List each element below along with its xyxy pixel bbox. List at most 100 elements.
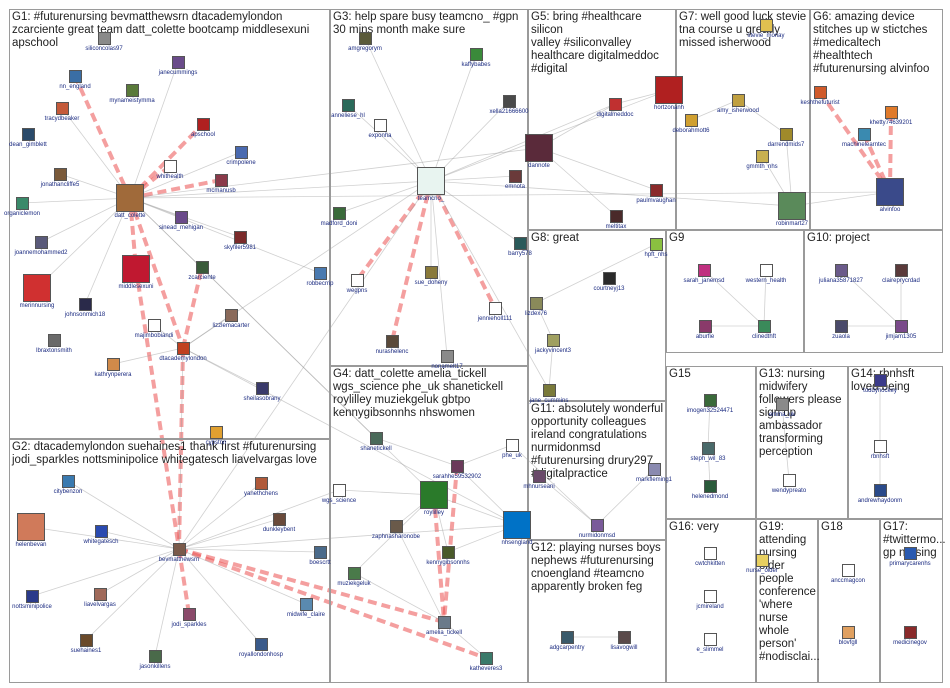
avatar xyxy=(174,210,188,224)
node-label: mynameistymma xyxy=(109,97,155,104)
node-label: toddyhockey xyxy=(863,387,897,394)
node-label: juliana35871827 xyxy=(818,277,864,284)
node-label: paulmvaughan xyxy=(636,197,676,204)
avatar xyxy=(389,519,403,533)
avatar xyxy=(759,263,773,277)
node-label: kathrynperera xyxy=(94,371,132,378)
node-label: wendypreato xyxy=(771,487,807,494)
group-title: G1: #futurenursing bevmatthewsrn dtacade… xyxy=(12,11,310,49)
avatar xyxy=(775,397,789,411)
node-label: digitalmeddoc xyxy=(596,111,634,118)
avatar xyxy=(450,459,464,473)
node-label: steph_wil_83 xyxy=(690,455,726,462)
node-label: jasonkillens xyxy=(139,663,171,670)
node-label: hortzonanh xyxy=(653,105,685,111)
node-label: citybenzon xyxy=(53,488,83,495)
avatar xyxy=(841,625,855,639)
avatar xyxy=(649,237,663,251)
group-title: G8: great xyxy=(531,232,579,244)
avatar xyxy=(479,651,493,665)
avatar xyxy=(608,97,622,111)
avatar xyxy=(503,511,531,539)
node-label: markfleming1 xyxy=(635,476,673,483)
node-label: bevmatthewsrn xyxy=(158,556,200,563)
avatar xyxy=(350,273,364,287)
group-title: G14: rbnhsft loved being xyxy=(851,368,915,393)
node-label: sinead_mehigan xyxy=(158,224,204,231)
node-label: shanetickell xyxy=(360,445,392,452)
avatar xyxy=(147,318,161,332)
avatar xyxy=(254,476,268,490)
node-label: emma_uk xyxy=(768,411,796,418)
avatar xyxy=(313,266,327,280)
node-label: nonamelt17 xyxy=(431,363,463,370)
node-label: joannemohammed2 xyxy=(14,249,68,256)
avatar xyxy=(525,134,553,162)
node-label: middlesexuni xyxy=(118,284,154,290)
group-panel-g1: G1: #futurenursing bevmatthewsrn dtacade… xyxy=(9,9,330,439)
avatar xyxy=(34,235,48,249)
node-label: courtneyj13 xyxy=(593,285,625,292)
node-label: nurmidonmsd xyxy=(578,532,616,539)
group-title: G4: datt_colette amelia_tickell wgs_scie… xyxy=(333,368,504,419)
group-panel-g19: G19: attending nursing older people conf… xyxy=(756,519,820,683)
avatar xyxy=(272,512,286,526)
node-label: royallondonhosp xyxy=(238,651,284,658)
avatar xyxy=(894,263,908,277)
group-panel-g11: G11: absolutely wonderful opportunity co… xyxy=(528,401,666,540)
group-title: G19: attending nursing older people conf… xyxy=(759,521,820,663)
node-label: helenedmond xyxy=(691,493,729,500)
avatar xyxy=(214,173,228,187)
node-label: robinmart27 xyxy=(775,221,809,227)
avatar xyxy=(703,632,717,646)
avatar xyxy=(17,513,45,541)
node-label: adgcarpentry xyxy=(549,644,585,651)
node-label: clinedthft xyxy=(751,333,777,340)
node-label: sarah_janemsd xyxy=(683,277,725,284)
avatar xyxy=(299,597,313,611)
node-label: rbnhsft xyxy=(870,453,890,460)
group-panel-g2: G2: dtacademylondon suehaines1 thank fir… xyxy=(9,439,330,683)
group-title: G7: well good luck stevie tna course u g… xyxy=(679,11,807,49)
node-label: exponha xyxy=(368,132,392,139)
node-label: darrendmids7 xyxy=(767,141,805,148)
avatar xyxy=(488,301,502,315)
avatar xyxy=(369,431,383,445)
node-label: sue_doheny xyxy=(414,279,448,286)
node-label: nurashelenc xyxy=(375,348,409,355)
node-label: machinelearntec xyxy=(841,141,887,148)
node-label: cwtchkitten xyxy=(695,560,725,567)
avatar xyxy=(209,425,223,439)
avatar xyxy=(698,319,712,333)
node-label: jackyvincent3 xyxy=(534,347,572,354)
node-label: organiclemon xyxy=(3,210,41,217)
node-label: western_health xyxy=(745,277,787,284)
group-panel-g12: G12: playing nurses boys nephews #future… xyxy=(528,540,666,683)
node-label: whithealth xyxy=(156,173,184,180)
node-label: lizdex76 xyxy=(524,310,548,317)
avatar xyxy=(195,260,209,274)
node-label: lisavogwill xyxy=(610,644,638,651)
avatar xyxy=(542,383,556,397)
avatar xyxy=(834,263,848,277)
node-label: jimjam1305 xyxy=(885,333,917,340)
group-title: G2: dtacademylondon suehaines1 thank fir… xyxy=(12,441,317,466)
node-label: stevie_monay xyxy=(747,32,785,39)
group-title: G6: amazing device stitches up w stictch… xyxy=(813,11,930,75)
node-label: kaffybabes xyxy=(461,61,491,68)
node-label: kennygibsonnhs xyxy=(426,559,470,566)
node-label: jonathancliffe5 xyxy=(40,181,80,188)
group-title: G9 xyxy=(669,232,685,244)
avatar xyxy=(813,85,827,99)
node-label: jcmireland xyxy=(696,603,724,610)
node-label: dannote xyxy=(528,163,550,169)
avatar xyxy=(834,319,848,333)
node-label: liavelvargas xyxy=(84,601,116,608)
node-label: robbecrrip xyxy=(306,280,334,287)
group-title: G15 xyxy=(669,368,691,380)
avatar xyxy=(233,230,247,244)
avatar xyxy=(857,127,871,141)
avatar xyxy=(255,381,269,395)
node-label: katheveres3 xyxy=(469,665,503,672)
avatar xyxy=(106,357,120,371)
